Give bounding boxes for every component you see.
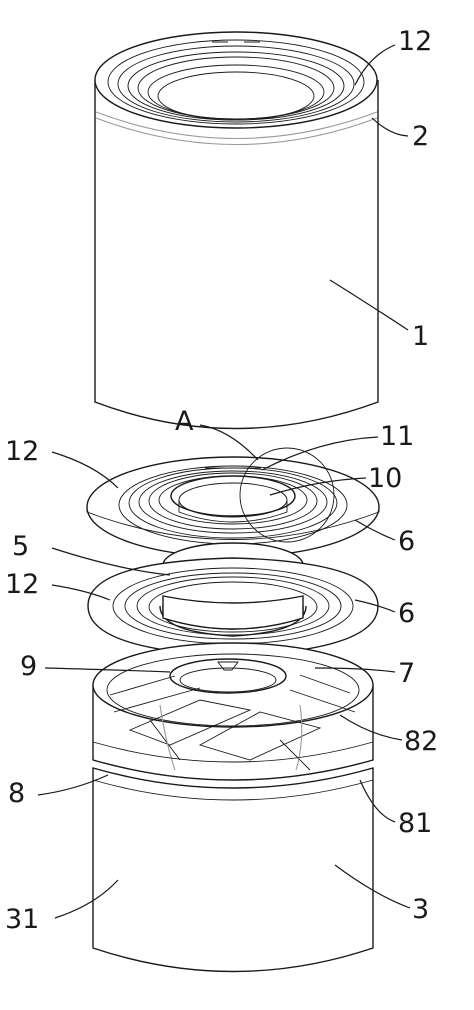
label-2: 2 (412, 121, 429, 152)
label-5: 5 (12, 531, 29, 562)
base-part-3 (92, 767, 374, 973)
lower-disc-part-6 (87, 557, 379, 657)
label-12-top: 12 (398, 26, 432, 57)
label-10: 10 (368, 463, 402, 494)
upper-cylinder-part-1 (94, 31, 379, 430)
label-81: 81 (398, 808, 432, 839)
label-1: 1 (412, 321, 429, 352)
leader-lines (37, 44, 411, 919)
label-12-left-upper: 12 (5, 436, 39, 467)
label-82: 82 (404, 726, 438, 757)
label-7: 7 (398, 658, 415, 689)
upper-disc-part-6 (86, 447, 380, 558)
label-3: 3 (412, 894, 429, 925)
reference-labels: 12 2 1 A 11 12 10 6 5 12 6 9 7 82 8 81 3… (5, 26, 438, 935)
label-8: 8 (8, 778, 25, 809)
label-31: 31 (5, 904, 39, 935)
label-12-left-lower: 12 (5, 569, 39, 600)
label-9: 9 (20, 651, 37, 682)
fan-housing-part-8 (92, 642, 374, 789)
label-6-upper: 6 (398, 526, 415, 557)
label-a: A (175, 406, 194, 437)
label-6-lower: 6 (398, 598, 415, 629)
label-11: 11 (380, 421, 414, 452)
